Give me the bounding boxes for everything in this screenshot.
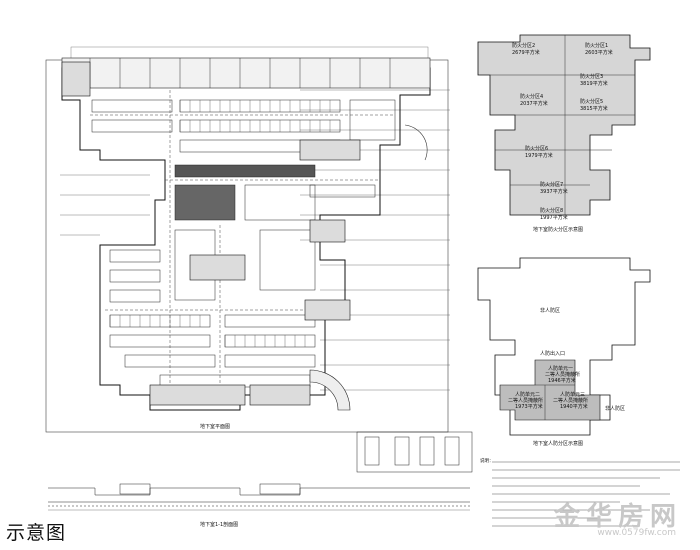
fire-zone-4-area: 2037平方米 [520,100,548,107]
basement-outline [61,67,431,411]
fire-zone-8-area: 1997平方米 [540,214,568,221]
main-floor-plan: 地下室平面图 [45,46,450,433]
non-civil-defense-zone-top: 非人防区 [540,307,560,314]
fire-zone-2-area: 2679平方米 [512,49,540,56]
fire-zone-2-name: 防火分区2 [512,42,535,49]
fire-zone-1-area: 2603平方米 [585,49,613,56]
stair-detail-legend [356,431,473,473]
fire-zone-5-area: 3815平方米 [580,105,608,112]
fire-zone-6-name: 防火分区6 [525,145,548,152]
section-title: 地下室1-1剖面图 [200,521,238,528]
main-plan-title: 地下室平面图 [200,423,230,430]
civil-unit-2-type: 二等人员掩蔽所 [508,397,543,404]
driveways [90,90,395,390]
civil-unit-2-area: 1973平方米 [515,403,543,410]
civil-unit-2-name: 人防单元二 [515,391,540,398]
fire-zone-3-area: 3819平方米 [580,80,608,87]
building-cores [61,61,361,406]
civil-unit-1-area: 1946平方米 [548,377,576,384]
civil-defense-map: 非人防区 人防出入口 人防单元一 二等人员掩蔽所 1946平方米 人防单元二 二… [477,257,651,447]
watermark-brand: 金华房网 [553,502,682,532]
fire-zone-outline [477,34,651,216]
civil-unit-3-area: 1940平方米 [560,403,588,410]
design-notes: 说明： [480,457,680,527]
civil-unit-1-name: 人防单元一 [548,365,573,372]
fire-zone-5-name: 防火分区5 [580,98,603,105]
non-civil-defense-zone-bottom: 非人防区 [605,405,625,412]
civil-unit-3-type: 二等人员掩蔽所 [553,397,588,404]
fire-zone-map-title: 地下室防火分区示意图 [533,226,583,233]
section-drawing: 地下室1-1剖面图 [48,483,470,528]
ramp [309,369,351,411]
civil-defense-entrance-label: 人防出入口 [540,350,565,357]
fire-zone-map: 防火分区1 2603平方米 防火分区2 2679平方米 防火分区3 3819平方… [477,34,651,233]
civil-defense-units [499,359,601,421]
civil-unit-3-name: 人防单元三 [560,391,585,398]
fire-zone-7-name: 防火分区7 [540,181,563,188]
civil-defense-map-title: 地下室人防分区示意图 [533,440,583,447]
civil-unit-1-type: 二等人员掩蔽所 [545,371,580,378]
fire-zone-6-area: 1979平方米 [525,152,553,159]
fire-zone-4-name: 防火分区4 [520,93,543,100]
notes-heading: 说明： [480,457,494,464]
fire-zone-3-name: 防火分区3 [580,73,603,80]
caption-text: 示意图 [6,522,67,544]
fire-zone-8-name: 防火分区8 [540,207,563,214]
fire-zone-1-name: 防火分区1 [585,42,608,49]
fire-zone-7-area: 3937平方米 [540,188,568,195]
watermark-url: www.0579fw.com [597,528,676,538]
